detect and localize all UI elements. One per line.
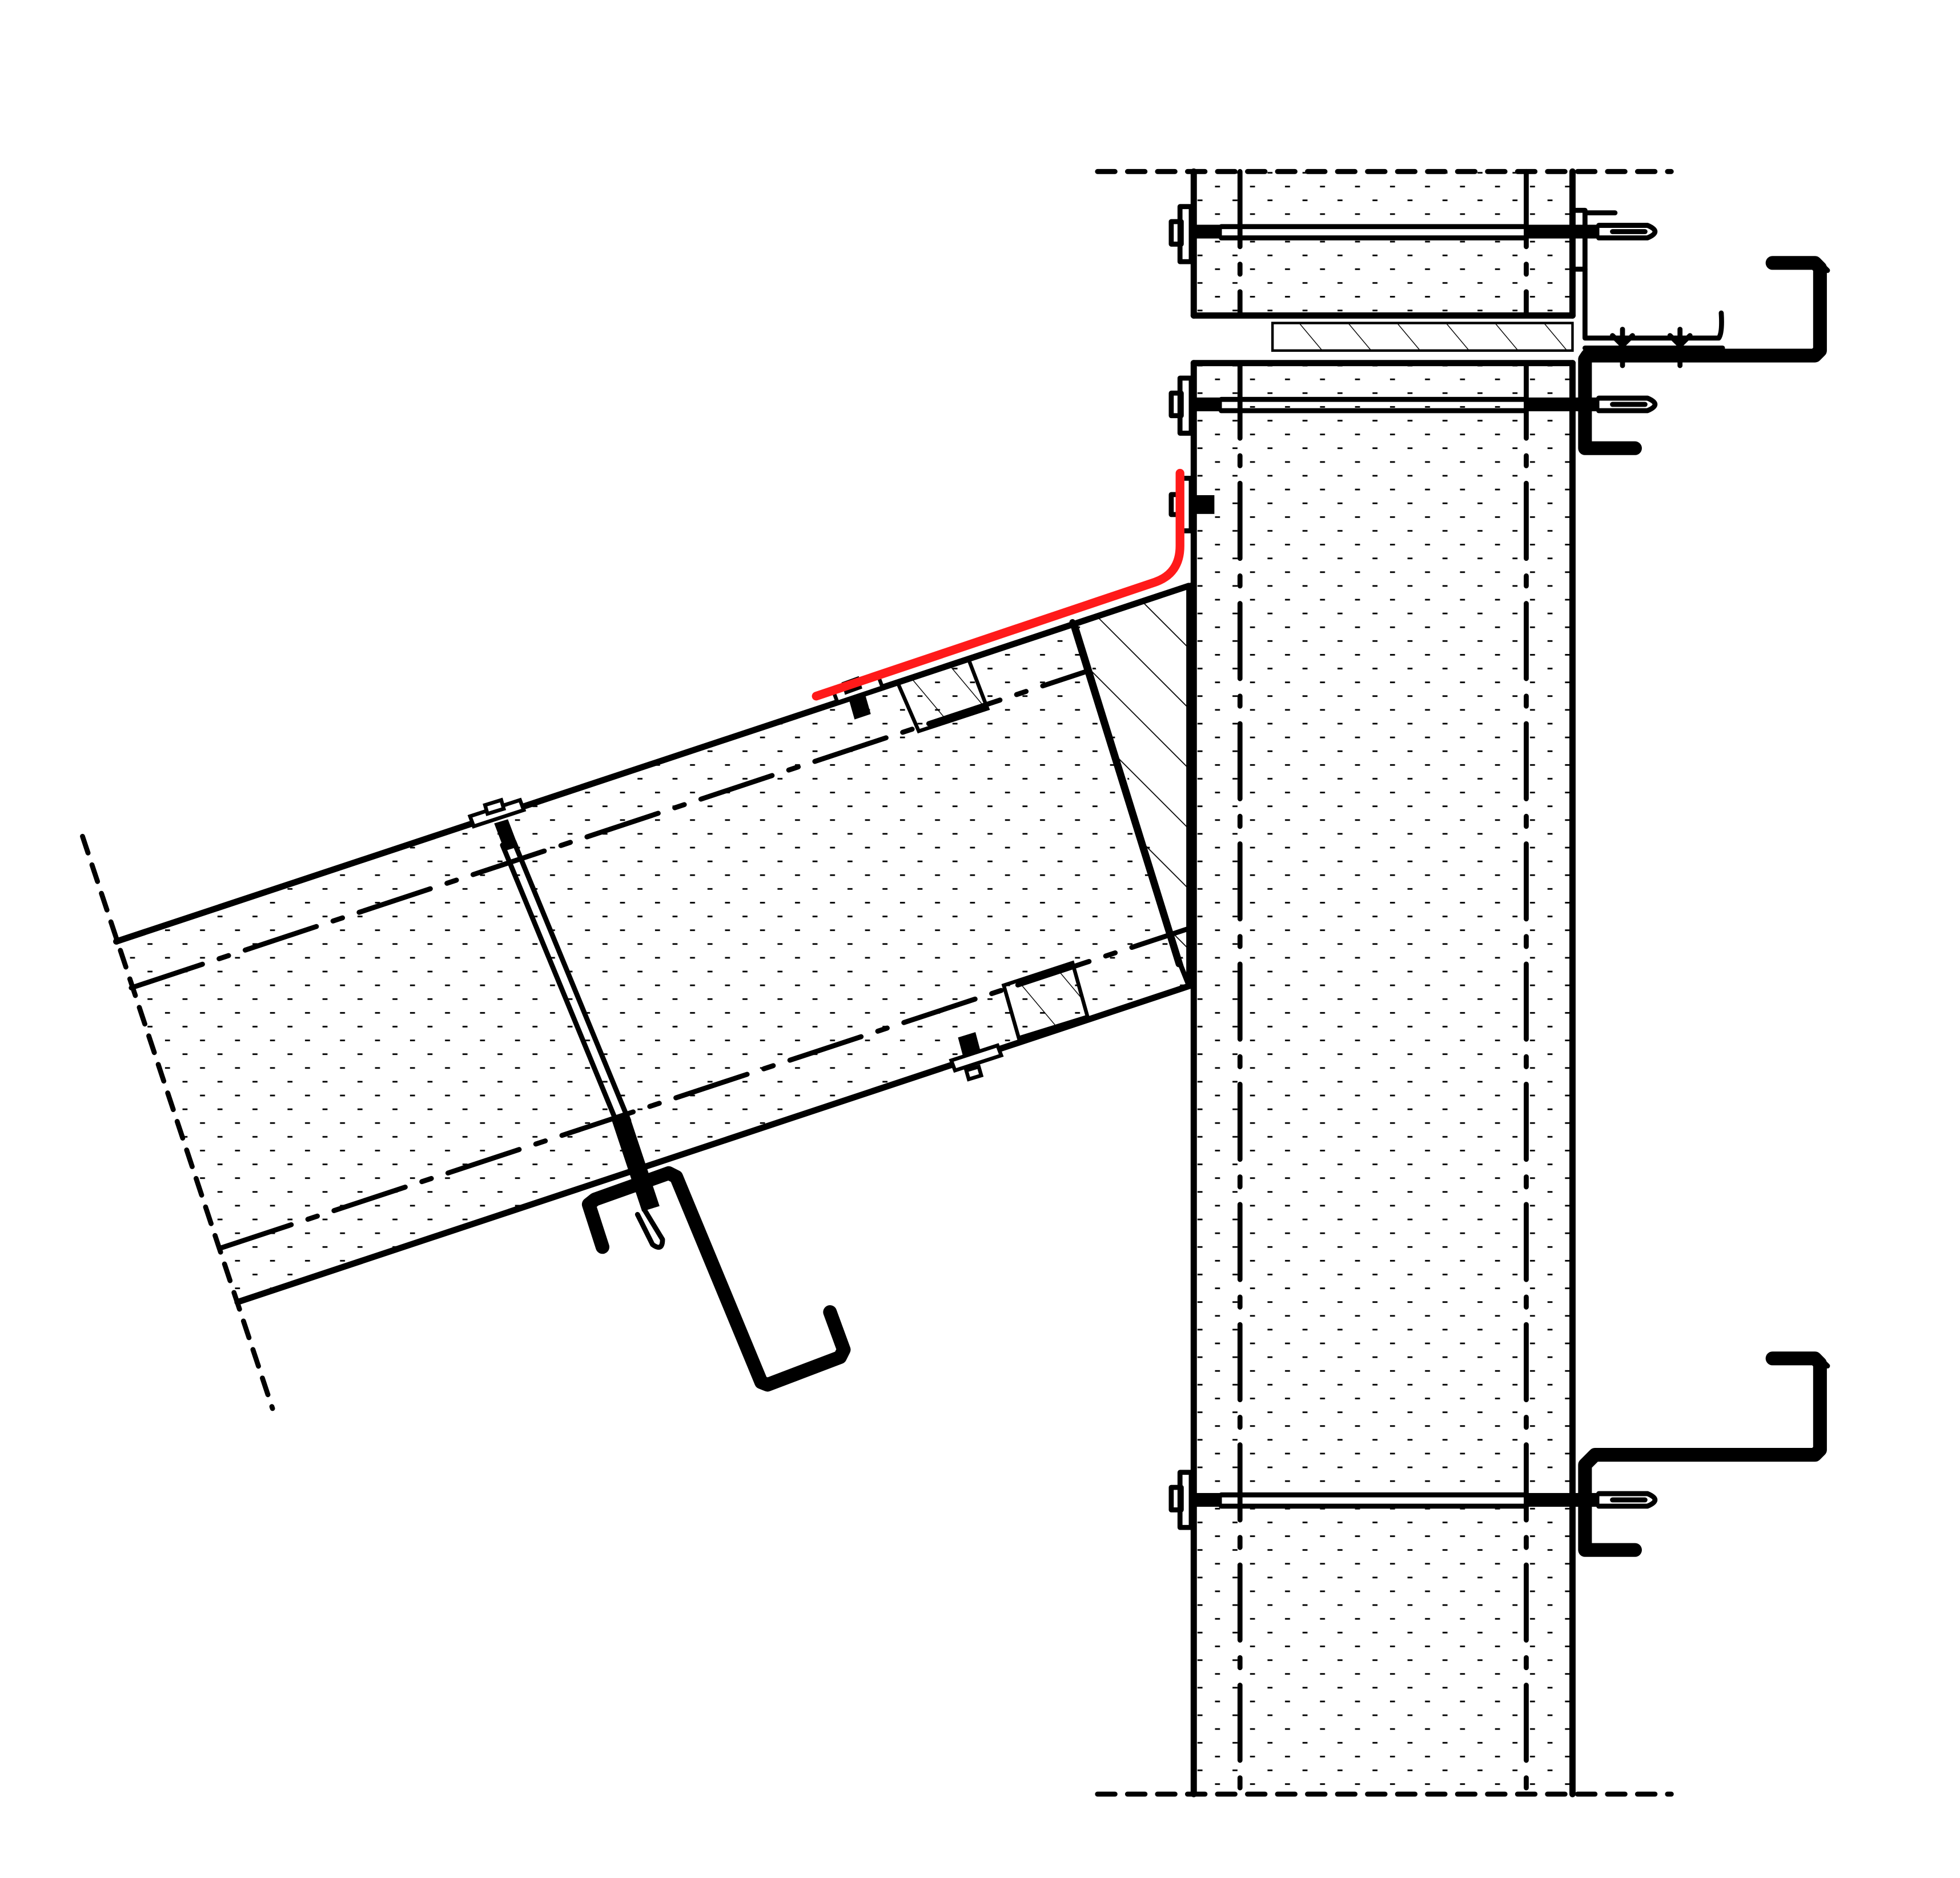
sloped-roof-panel (80, 582, 1195, 1411)
flashing (812, 468, 1184, 701)
bolt-head-icon (1168, 219, 1184, 247)
timber-packer-wedge (1071, 582, 1191, 986)
purlin-roof (581, 1166, 851, 1392)
bolt-icon (849, 695, 871, 720)
upper-wall-panel-core (1194, 171, 1573, 316)
break-line-roof (80, 833, 275, 1411)
timber-packer-small (1001, 960, 1090, 1041)
wall-bolt-middle (1168, 375, 1658, 436)
bolt-icon (1525, 224, 1600, 239)
bolt-icon (958, 1032, 981, 1058)
bolt-head-icon (1168, 1484, 1184, 1512)
purlin-upper (1578, 256, 1830, 455)
joint-seal-strip (1271, 322, 1574, 352)
purlin-icon (1578, 256, 1827, 455)
main-wall-panel-core (1194, 363, 1573, 1795)
bolt-head-icon (1168, 390, 1184, 419)
wall-bolt-top (1168, 204, 1658, 264)
vertical-wall-panel (1095, 168, 1674, 1797)
purlin-icon (1578, 1351, 1827, 1557)
bolt-icon (1190, 495, 1215, 514)
roof-screw-bottom (949, 1032, 1004, 1082)
purlin-lower (1578, 1351, 1830, 1557)
roof-panel-core (116, 620, 1191, 1302)
washer-icon (949, 1043, 1004, 1073)
purlin-icon (581, 1166, 851, 1392)
top-angle-bracket (1570, 207, 1725, 368)
timber-packer-small (895, 657, 990, 734)
